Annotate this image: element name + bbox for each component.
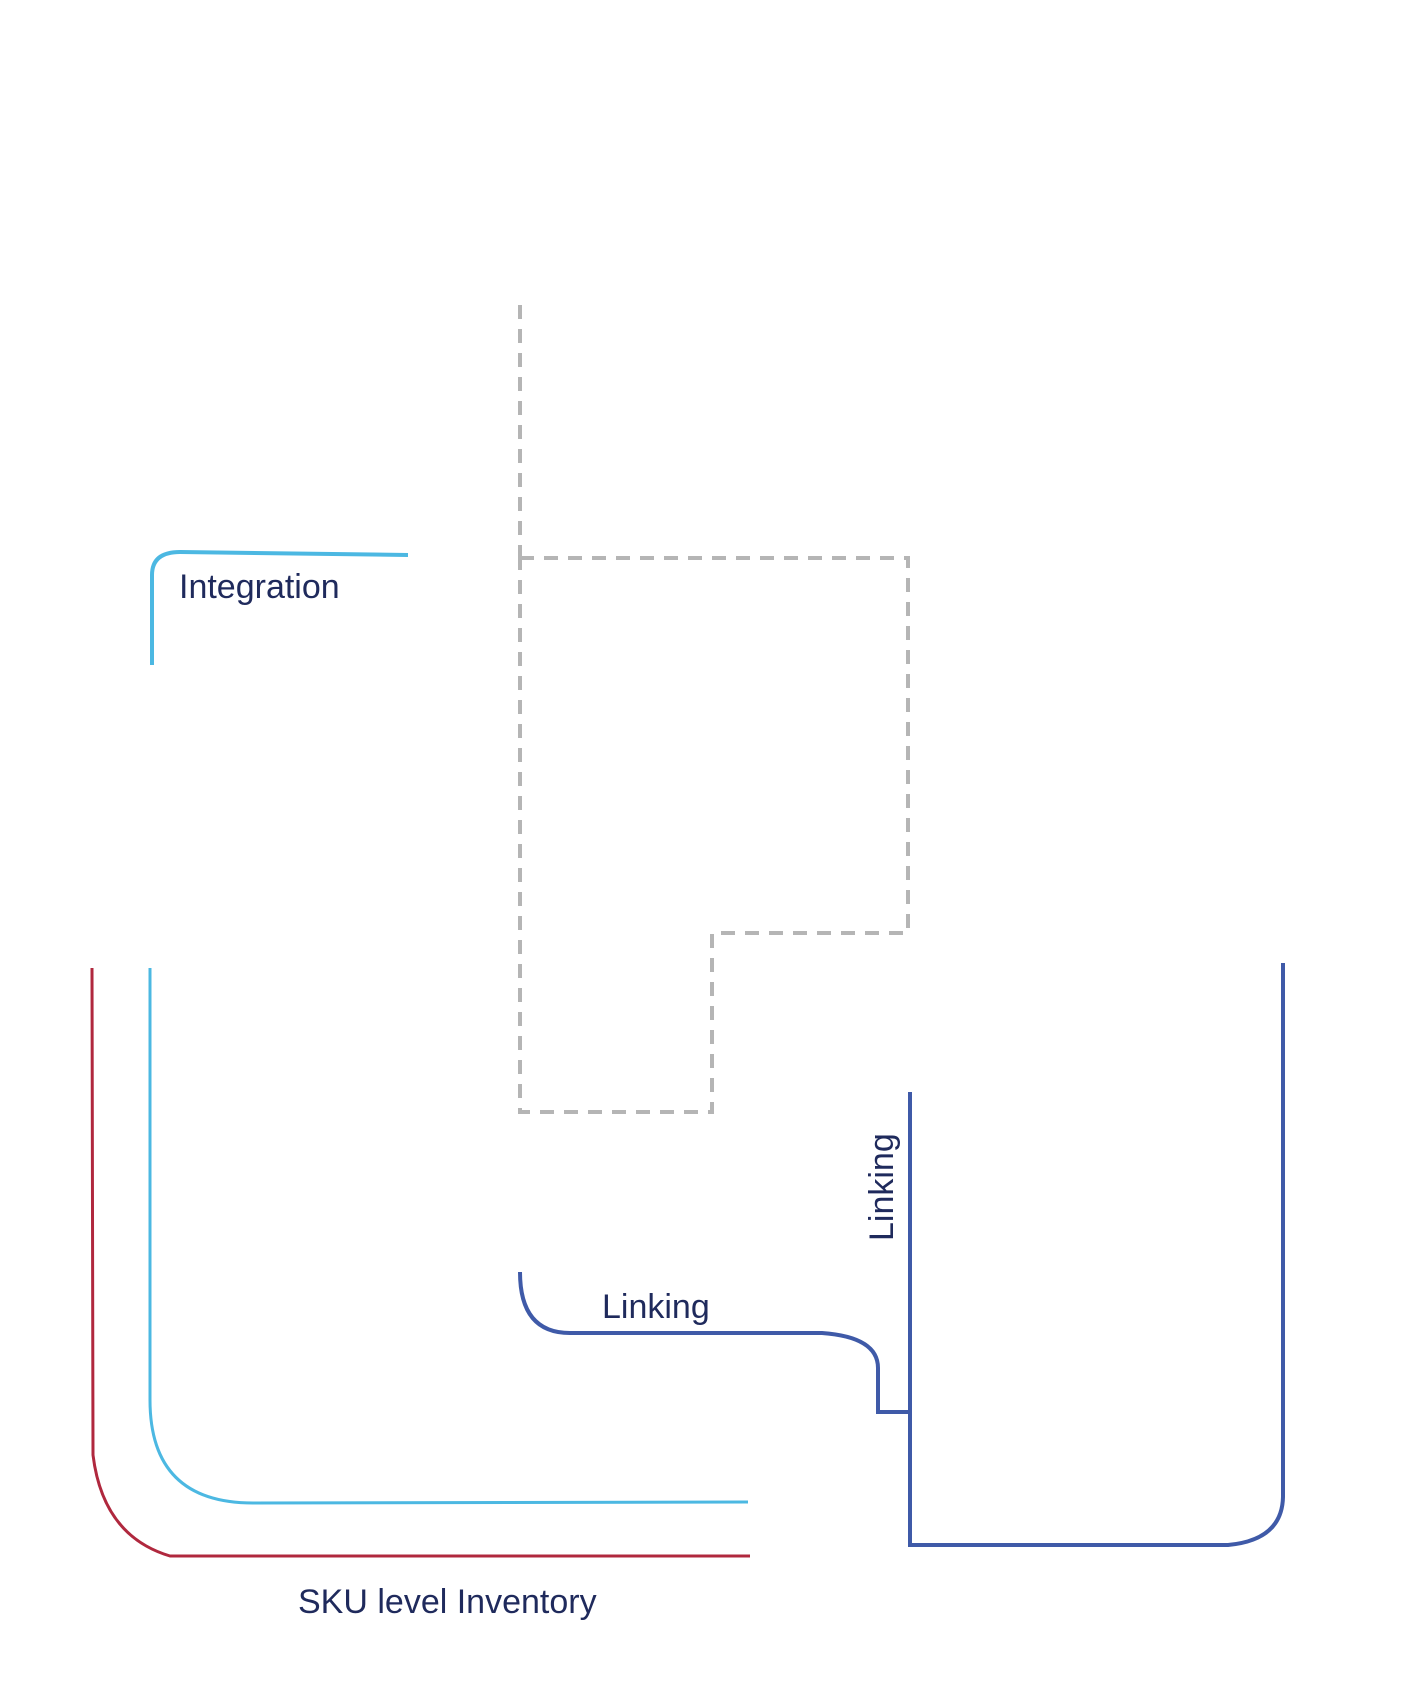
integration-bottom-connector bbox=[148, 968, 749, 1505]
dashed-connector-group bbox=[518, 305, 910, 1114]
integration-label: Integration bbox=[179, 568, 340, 606]
integration-bracket bbox=[150, 549, 409, 665]
dashed-outline-shape bbox=[518, 556, 910, 1114]
linking-horizontal-label: Linking bbox=[602, 1288, 710, 1326]
linking-vertical-connector bbox=[908, 963, 1285, 1547]
sku-inventory-label: SKU level Inventory bbox=[298, 1583, 597, 1621]
linking-horizontal-connector bbox=[518, 1271, 910, 1414]
linking-connector-group bbox=[518, 963, 1285, 1547]
linking-vertical-label: Linking bbox=[863, 1133, 901, 1241]
sku-inventory-connector bbox=[90, 967, 750, 1558]
